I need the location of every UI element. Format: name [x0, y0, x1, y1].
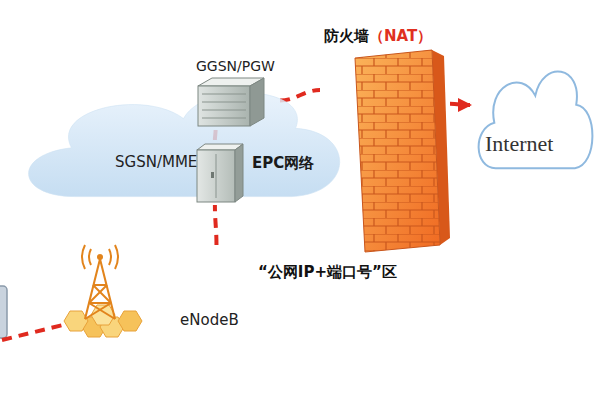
text-holder: eNodeB [180, 310, 239, 329]
cloud-region: EPC网络GGSN/PGWSGSN/MME [5, 75, 355, 220]
node-shape [115, 140, 250, 205]
text-holder: 防火墙（NAT） [324, 26, 432, 46]
node-shape [5, 75, 355, 220]
node-label: eNodeB [180, 311, 239, 329]
firewall: 防火墙（NAT） [320, 26, 450, 255]
node-shape [470, 55, 598, 190]
text-holder: SGSN/MME [115, 152, 197, 171]
dashed-route [450, 104, 470, 105]
node-label: 防火墙 [324, 27, 369, 46]
node-label: Internet [485, 131, 553, 157]
base-station: eNodeB [55, 245, 242, 340]
node-label: EPC网络 [252, 154, 314, 173]
server-box: GGSN/PGW [188, 56, 280, 130]
area-label: “公网IP+端口号”区 [258, 263, 397, 282]
node-label: SGSN/MME [115, 153, 197, 171]
text-holder: EPC网络 [252, 153, 314, 173]
text-holder: “公网IP+端口号”区 [258, 262, 397, 282]
dashed-route [215, 205, 217, 245]
text-holder: Internet [485, 131, 553, 157]
node-label: （NAT） [369, 27, 432, 46]
node-label: GGSN/PGW [196, 58, 275, 74]
phone-icon [0, 286, 7, 338]
text-holder: GGSN/PGW [196, 56, 275, 75]
dashed-route [280, 90, 320, 100]
node-shape [320, 26, 450, 255]
cloud-region: Internet [470, 55, 598, 190]
server-box: SGSN/MME [115, 140, 250, 205]
